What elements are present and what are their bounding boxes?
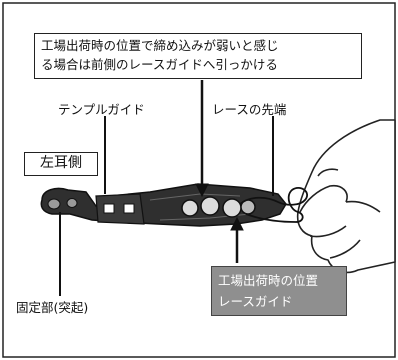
lace-guides: [181, 187, 308, 223]
temple-guide-label: テンプルガイド: [58, 102, 145, 117]
fixing-part-label: 固定部(突起): [16, 300, 89, 315]
weak-tightening-line-1: 工場出荷時の位置で締め込みが弱いと感じ: [41, 38, 279, 53]
pointer-lines: [59, 80, 274, 296]
weak-tightening-line-2: る場合は前側のレースガイドへ引っかける: [41, 57, 278, 72]
factory-position-callout: 工場出荷時の位置 レースガイド: [211, 266, 347, 316]
left-ear-side-label: 左耳側: [24, 152, 98, 176]
temple-arm: [40, 183, 287, 227]
lace-tip-label: レースの先端: [212, 102, 287, 117]
weak-tightening-callout: 工場出荷時の位置で締め込みが弱いと感じ る場合は前側のレースガイドへ引っかける: [34, 33, 362, 79]
factory-position-line-2: レースガイド: [218, 294, 293, 309]
hand-illustration: [296, 119, 396, 274]
factory-position-line-1: 工場出荷時の位置: [218, 273, 319, 288]
